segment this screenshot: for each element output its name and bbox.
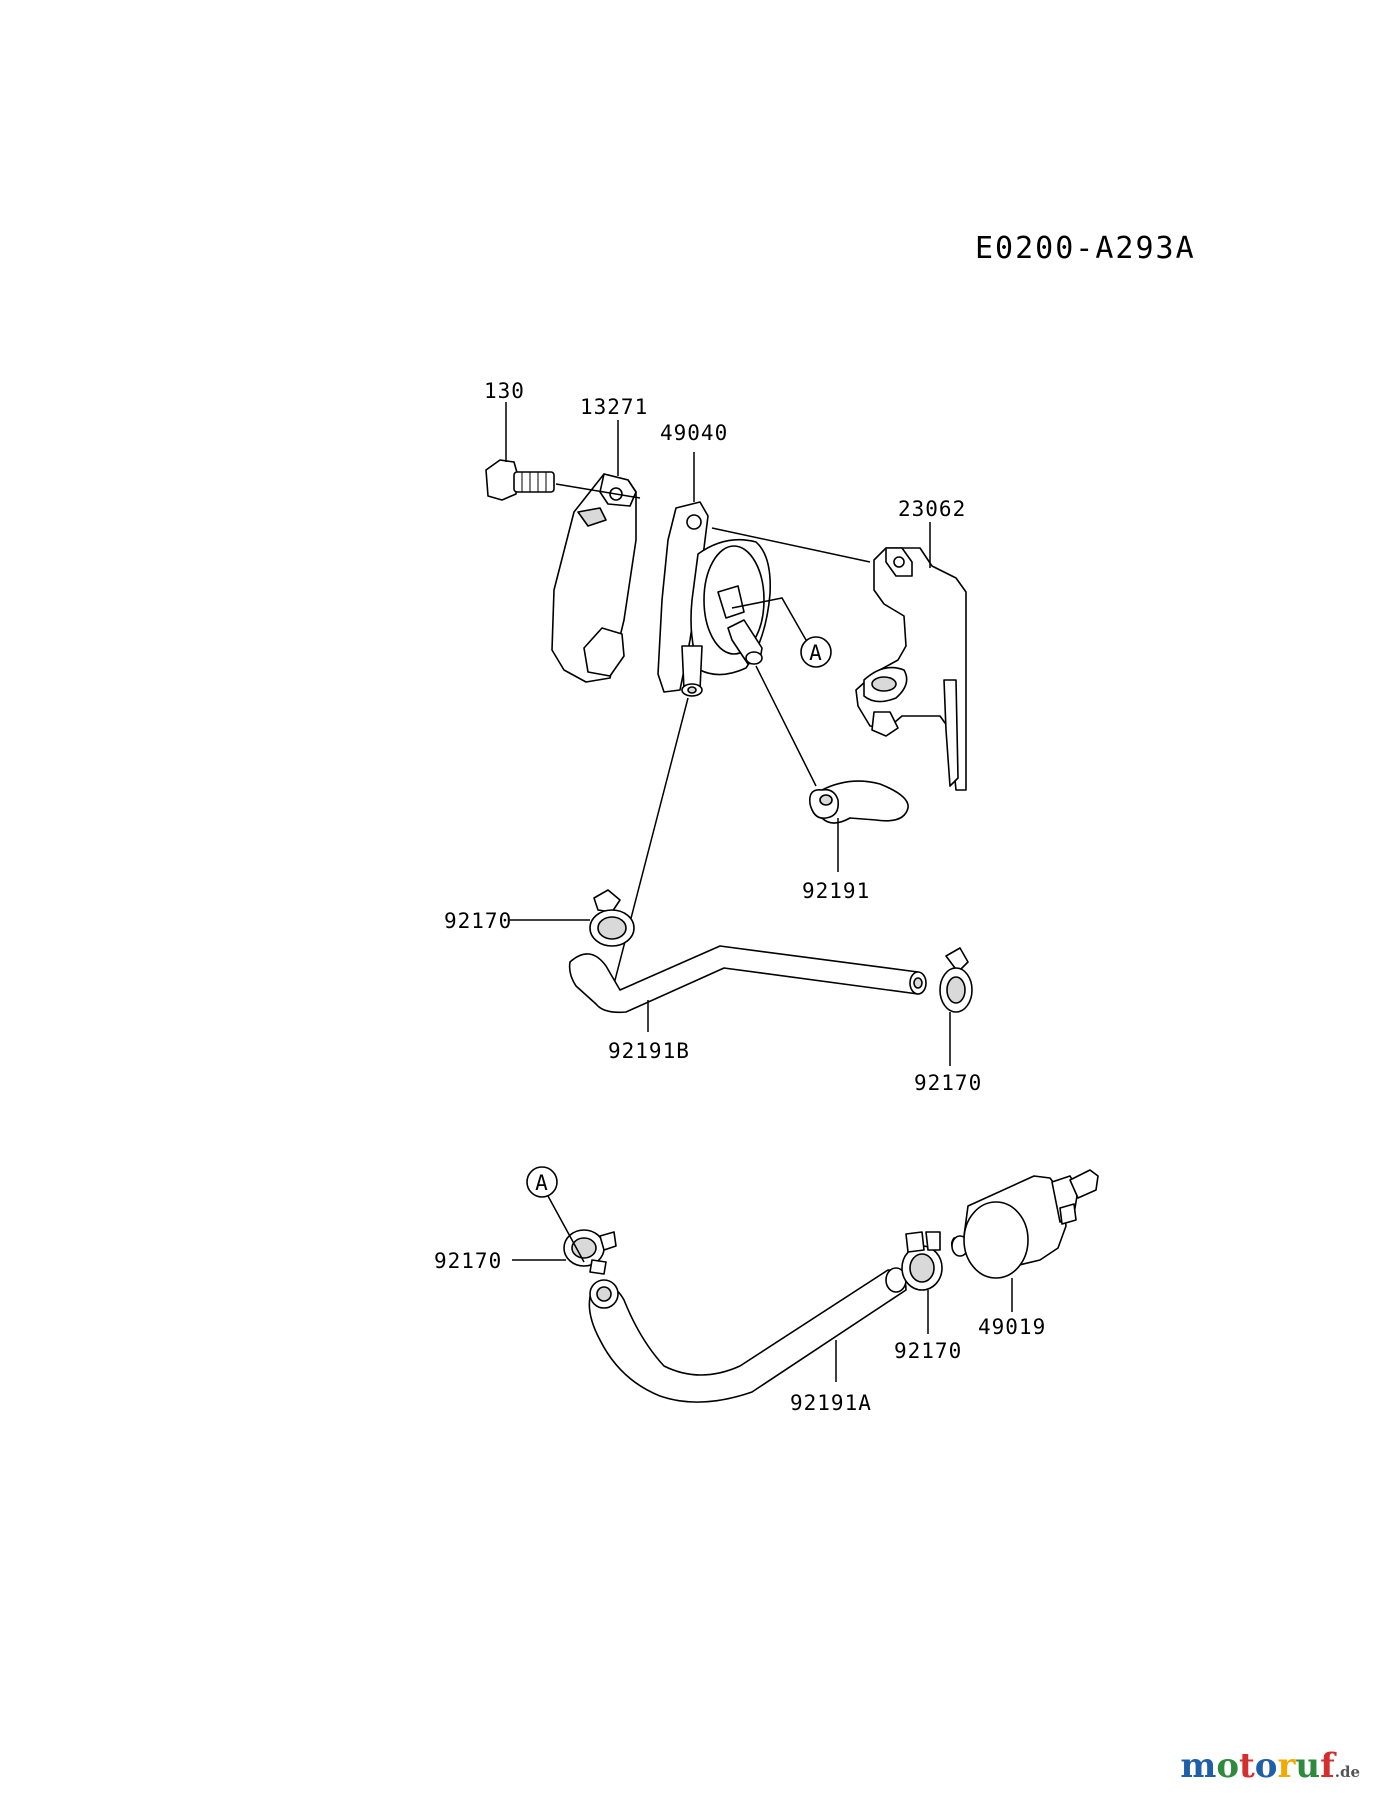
fuel-filter-49019[interactable] [950,1169,1099,1279]
watermark-logo: motoruf.de [1180,1746,1360,1786]
watermark-letter: f [1320,1746,1335,1786]
bolt-130[interactable] [485,459,555,501]
pulse-hose-92191[interactable] [808,780,909,824]
label-clamp-upper-left: 92170 [444,909,512,933]
label-hose-a: 92191A [790,1391,872,1415]
clamp-92170-lower-right[interactable] [901,1231,943,1291]
alignment-line-bolt [555,483,641,499]
watermark-letter: t [1239,1746,1255,1786]
bracket-23062[interactable] [855,547,967,791]
label-bracket: 23062 [898,497,966,521]
label-hose-b: 92191B [608,1039,690,1063]
label-cover-plate: 13271 [580,395,648,419]
watermark-letter: u [1295,1746,1321,1786]
label-bolt: 130 [484,379,525,403]
ref-a-marker-lower[interactable]: A [526,1166,585,1263]
clamp-92170-lower-left[interactable] [563,1229,617,1275]
ref-a-marker-upper[interactable]: A [731,597,832,668]
hose-92191b[interactable] [568,945,927,1014]
watermark-letter: r [1277,1746,1296,1786]
label-clamp-lower-right: 92170 [894,1339,962,1363]
label-fuel-filter: 49019 [978,1315,1046,1339]
diagram-code: E0200-A293A [975,231,1196,266]
label-pulse-hose: 92191 [802,879,870,903]
watermark-letter: o [1254,1746,1278,1786]
svg-text:A: A [535,1171,549,1195]
fuel-pump-49040[interactable] [657,501,772,697]
alignment-line-bracket [711,527,871,563]
hose-92191a[interactable] [588,1267,907,1403]
label-leaders [505,402,1013,1382]
watermark-letter: o [1216,1746,1240,1786]
alignment-line-pulse-hose [755,665,817,787]
label-clamp-lower-left: 92170 [434,1249,502,1273]
label-clamp-upper-right: 92170 [914,1071,982,1095]
svg-text:A: A [809,641,823,665]
clamp-92170-upper-right[interactable] [939,947,973,1013]
clamp-92170-upper-left[interactable] [589,889,635,947]
watermark-letter: m [1180,1746,1217,1786]
cover-plate-13271[interactable] [551,473,637,683]
label-fuel-pump: 49040 [660,421,728,445]
